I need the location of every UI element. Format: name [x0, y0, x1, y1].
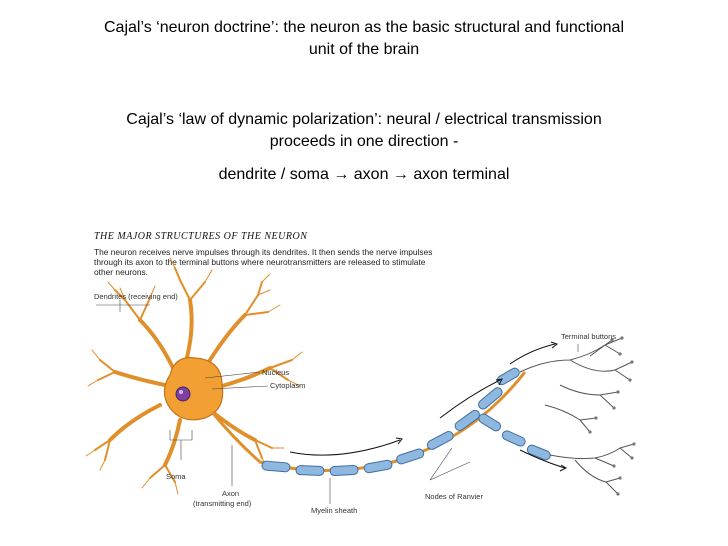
polarization-line-2: proceeds in one direction -: [269, 133, 459, 150]
title-line-2: unit of the brain: [308, 41, 420, 58]
terminal-branches: [519, 337, 635, 495]
label-axon-sub: (transmitting end): [193, 499, 252, 508]
title-line-1: Cajal’s ‘neuron doctrine’: the neuron as…: [103, 19, 624, 36]
myelin-sheath: [261, 367, 551, 476]
polarization-line-1: Cajal’s ‘law of dynamic polarization’: n…: [126, 111, 602, 128]
impulse-direction-arrows: [289, 341, 568, 472]
figure-caption-line-2: through its axon to the terminal buttons…: [94, 257, 426, 267]
soma: [163, 357, 224, 421]
label-axon: Axon: [222, 489, 239, 498]
figure-caption-line-1: The neuron receives nerve impulses throu…: [94, 247, 432, 257]
figure-caption-line-3: other neurons.: [94, 267, 148, 277]
nucleus: [175, 386, 191, 402]
nucleolus: [179, 390, 183, 394]
label-myelin-sheath: Myelin sheath: [311, 506, 357, 515]
dendrites: [85, 257, 303, 495]
label-nucleus: Nucleus: [262, 368, 289, 377]
label-dendrites: Dendrites (receiving end): [94, 292, 178, 301]
terminal-buttons: [588, 336, 636, 496]
polarization-flow: dendrite / soma → axon → axon terminal: [218, 166, 510, 183]
label-leaders: [96, 300, 579, 504]
label-nodes-of-ranvier: Nodes of Ranvier: [425, 492, 483, 501]
label-terminal-buttons: Terminal buttons: [561, 332, 616, 341]
label-cytoplasm: Cytoplasm: [270, 381, 305, 390]
figure-heading: THE MAJOR STRUCTURES OF THE NEURON: [94, 231, 308, 242]
label-soma: Soma: [166, 472, 186, 481]
